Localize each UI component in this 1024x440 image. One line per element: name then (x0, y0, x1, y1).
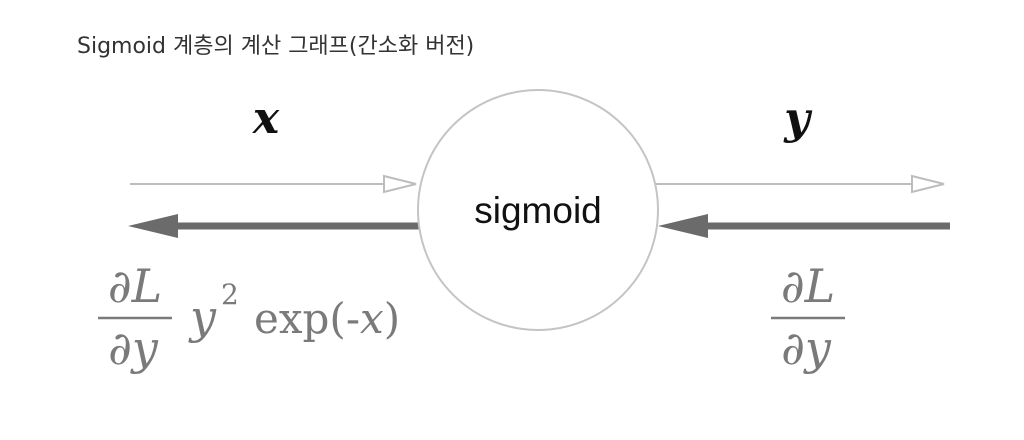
local-gradient-exp-prefix: exp(- (254, 294, 360, 343)
local-gradient-exp-variable: x (360, 294, 384, 343)
input-variable-x: x (252, 93, 280, 144)
downstream-gradient-denominator: ∂y (108, 321, 159, 375)
output-variable-y: y (783, 93, 813, 144)
local-gradient-exponent: 2 (221, 278, 239, 311)
upstream-gradient-denominator: ∂y (781, 321, 832, 375)
sigmoid-node-label: sigmoid (474, 190, 602, 231)
forward-arrowhead-output (911, 174, 945, 194)
local-gradient-exp: exp(-x) (254, 294, 400, 343)
backward-arrowhead-upstream (658, 214, 708, 238)
figure-caption: Sigmoid 계층의 계산 그래프(간소화 버전) (77, 34, 475, 59)
local-gradient-y: y (188, 290, 217, 344)
forward-arrowhead-input (383, 174, 417, 194)
downstream-gradient-numerator: ∂L (108, 259, 162, 313)
local-gradient-exp-suffix: ) (384, 294, 400, 343)
sigmoid-node (417, 89, 659, 331)
upstream-gradient-numerator: ∂L (781, 259, 835, 313)
backward-arrowhead-downstream (128, 214, 178, 238)
